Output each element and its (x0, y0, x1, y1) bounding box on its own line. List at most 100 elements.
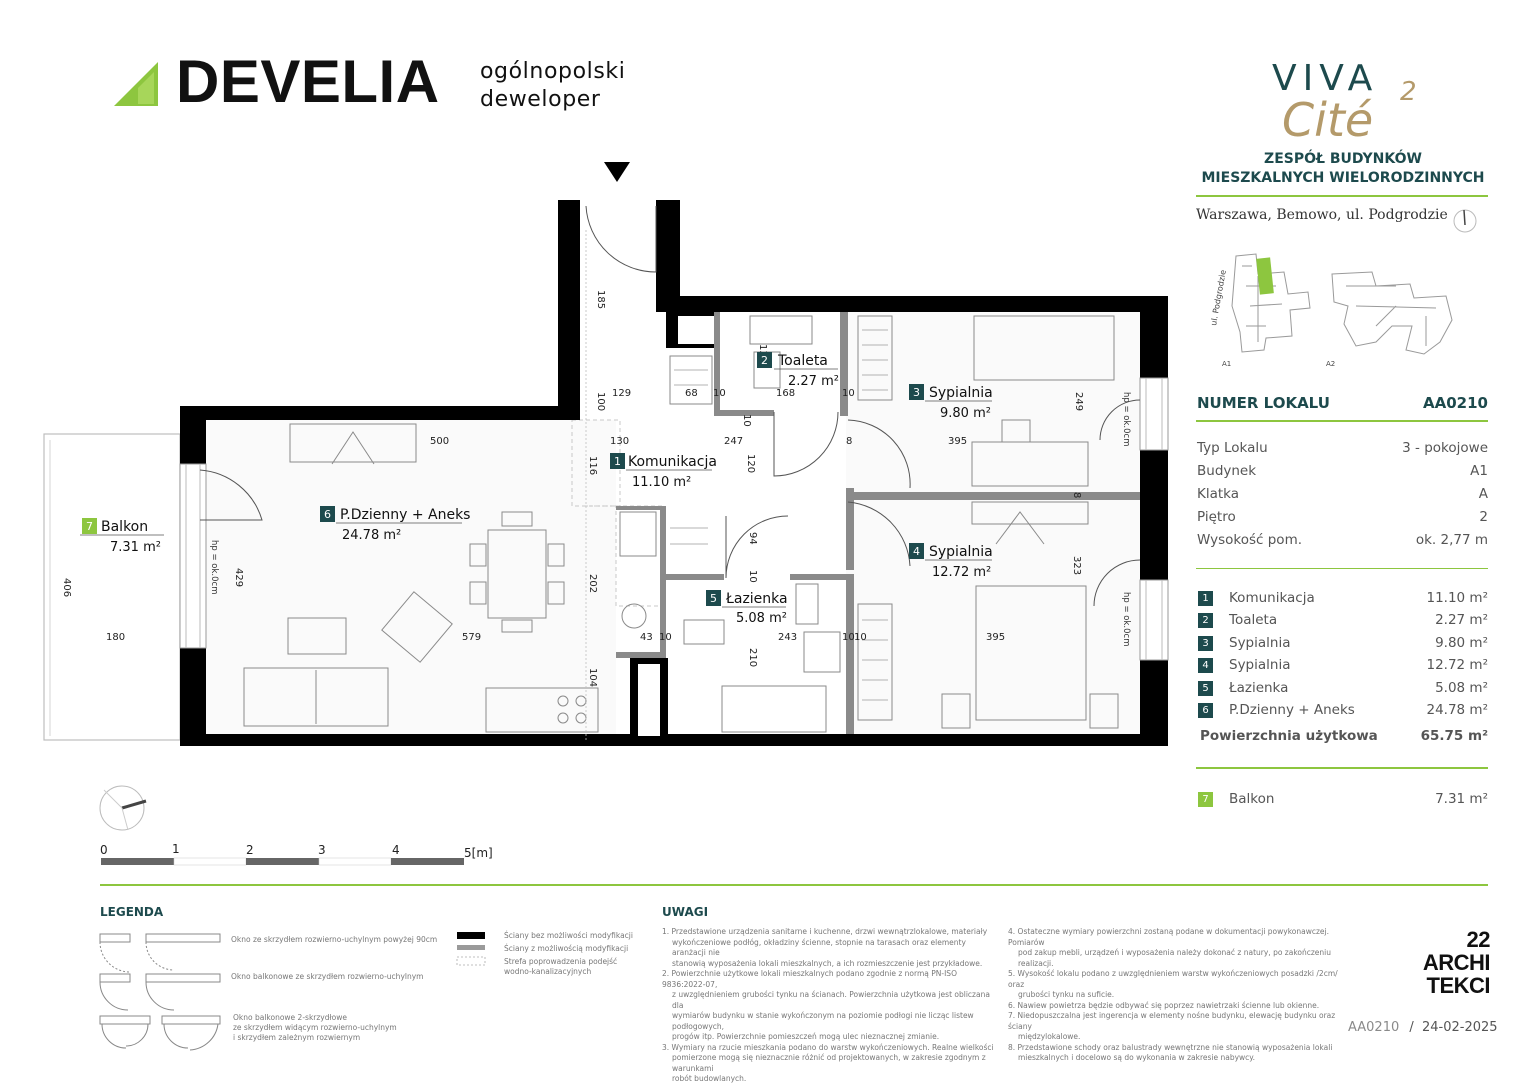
dim-label: 429 (233, 568, 244, 587)
room-name: Sypialnia (1229, 635, 1291, 652)
dim-label: 116 (587, 456, 598, 475)
dim-label: 10 (842, 388, 855, 399)
window (179, 377, 1169, 661)
legend-wall-text: Strefa poprowadzenia podejść (504, 957, 618, 966)
note-line: pomierzone mogą się nieznacznie różnić o… (672, 1053, 986, 1073)
room-area: 2.27 m² (1435, 612, 1488, 629)
orientation-compass-icon (99, 785, 147, 831)
unit-number-value: AA0210 (1423, 394, 1488, 412)
dim-label: 395 (948, 436, 967, 447)
dim-label: 395 (986, 632, 1005, 643)
dim-label: 104 (587, 668, 598, 687)
project-title-line2: MIESZKALNYCH WIELORODZINNYCH (1201, 170, 1485, 186)
room-name: P.Dzienny + Aneks (340, 507, 470, 523)
project-address: Warszawa, Bemowo, ul. Podgrodzie (1196, 207, 1448, 223)
note-line: wymiarów budynku w stanie wykończonym na… (672, 1011, 974, 1031)
dim-label: 10 (842, 632, 855, 643)
room-area: 7.31 m² (1435, 791, 1488, 808)
room-label: 6 P.Dzienny + Aneks 24.78 m² (320, 506, 470, 543)
dim-label: 210 (747, 648, 758, 667)
window-notes: hp = ok.0cm hp = ok.0cm hp = ok.0cm (209, 392, 1131, 647)
logo-viva-text: VIVA (1272, 58, 1378, 99)
scale-label: 2 (246, 843, 254, 857)
legend-title: LEGENDA (100, 905, 164, 919)
info-value: ok. 2,77 m (1415, 532, 1488, 548)
room-area: 7.31 m² (110, 540, 161, 555)
dim-label: 10 (747, 570, 758, 583)
room-name: P.Dzienny + Aneks (1229, 702, 1355, 719)
legend-text: Okno balkonowe ze skrzydłem rozwierno-uc… (231, 972, 424, 981)
legend-text: Okno ze skrzydłem rozwierno-uchylnym pow… (231, 935, 438, 944)
info-value: A (1478, 486, 1488, 502)
room-row: 4 Sypialnia 12.72 m² (1198, 654, 1488, 677)
dim-label: 168 (776, 388, 795, 399)
architect-logo-line: 22 (1466, 927, 1491, 952)
room-number-badge: 4 (1198, 657, 1213, 673)
window-note: hp = ok.0cm (1121, 592, 1131, 647)
room-name: Sypialnia (1229, 657, 1291, 674)
dim-label: 130 (610, 436, 629, 447)
project-title-line1: ZESPÓŁ BUDYNKÓW (1264, 151, 1422, 167)
info-label: Piętro (1197, 509, 1236, 525)
dim-label: 243 (778, 632, 797, 643)
site-a1-label: A1 (1222, 360, 1231, 368)
note-line: robót budowlanych. (672, 1074, 747, 1083)
room-label: 2 Toaleta 2.27 m² (757, 352, 839, 389)
room-area: 12.72 m² (932, 565, 991, 580)
room-badge-number: 7 (86, 520, 93, 533)
architect-logo: 22 ARCHI TEKCI (1404, 927, 1491, 997)
brand-tagline: ogólnopolski deweloper (480, 58, 625, 114)
note-line: 1. Przedstawione urządzenia sanitarne i … (662, 927, 988, 936)
notes-column-1: 1. Przedstawione urządzenia sanitarne i … (662, 927, 998, 1085)
dim-label: 10 (659, 632, 672, 643)
dim-label: 406 (61, 578, 72, 597)
scale-label: 0 (100, 843, 108, 857)
dim-label: 500 (430, 436, 449, 447)
logo-cite-text: Cité (1282, 93, 1373, 146)
note-line: 5. Wysokość lokalu podano z uwzględnieni… (1008, 969, 1338, 989)
room-area: 12.72 m² (1426, 657, 1488, 674)
room-name: Komunikacja (628, 454, 717, 470)
room-label: 5 Łazienka 5.08 m² (706, 590, 788, 626)
legend-wall-swatches (456, 932, 486, 966)
note-line: 4. Ostateczne wymiary powierzchni zostan… (1008, 927, 1330, 947)
dim-label: 10 (741, 414, 752, 427)
tagline-line1: ogólnopolski (480, 59, 626, 84)
room-name: Komunikacja (1229, 590, 1315, 607)
divider (1196, 420, 1488, 422)
scale-label: 4 (392, 843, 400, 857)
note-line: mieszkalnych i docelowo są do wykonania … (1018, 1053, 1256, 1062)
room-name: Balkon (1229, 791, 1275, 808)
scale-bar: 0 1 2 3 4 5[m] (100, 842, 493, 866)
info-label: Typ Lokalu (1197, 440, 1268, 456)
divider (1196, 568, 1488, 569)
dim-label: 10 (854, 632, 867, 643)
info-row-height: Wysokość pom.ok. 2,77 m (1197, 532, 1488, 555)
info-value: 3 - pokojowe (1402, 440, 1488, 456)
scale-label: 3 (318, 843, 326, 857)
room-area: 24.78 m² (1426, 702, 1488, 719)
note-line: pod zakup mebli, urządzeń i wyposażenia … (1018, 948, 1332, 968)
door (199, 205, 1141, 607)
room-badge-number: 1 (614, 455, 621, 468)
dim-label: 249 (1073, 392, 1084, 411)
total-area-value: 65.75 m² (1420, 728, 1488, 744)
unit-number-label: NUMER LOKALU (1197, 394, 1330, 412)
note-line: stanowią wyposażenia lokali mieszkalnych… (672, 958, 983, 968)
footer-unit-code: AA0210 / (1348, 1020, 1414, 1035)
furniture (243, 315, 1119, 733)
legend-symbols (99, 933, 221, 1051)
exterior-walls (180, 200, 1168, 746)
room-area: 2.27 m² (788, 374, 839, 389)
dim-label: 185 (595, 290, 606, 309)
scale-label: 1 (172, 842, 180, 856)
dim-label: 100 (595, 392, 606, 411)
dimension-labels: 185 136 100 129 68 10 168 10 500 130 247… (61, 290, 1084, 687)
note-line: 2. Powierzchnie użytkowe lokali mieszkal… (662, 969, 957, 989)
dim-label: 120 (745, 454, 756, 473)
